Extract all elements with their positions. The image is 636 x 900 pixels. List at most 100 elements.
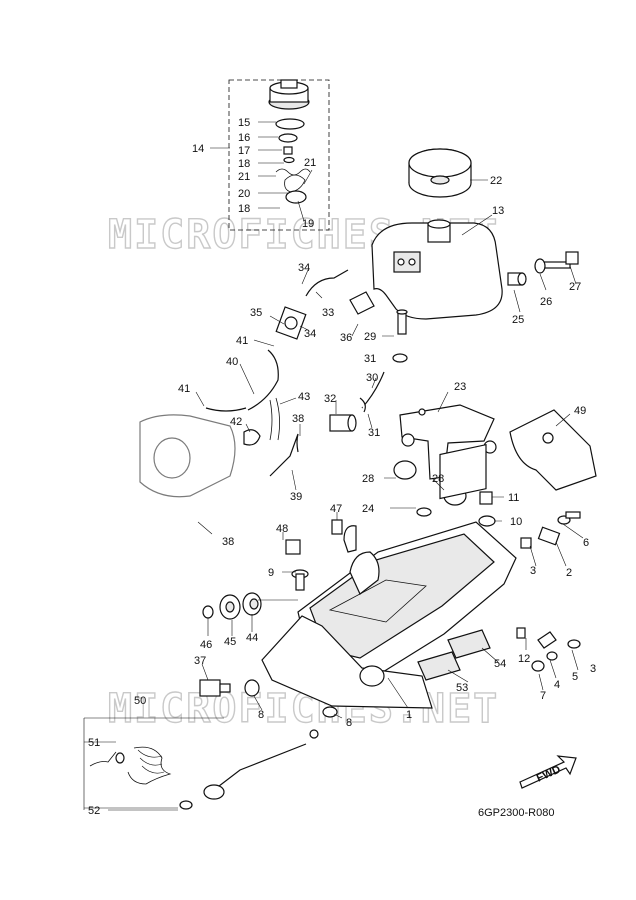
label-15: 15 [238,117,250,129]
fuel-connector[interactable] [396,309,408,335]
clamp-42[interactable] [243,429,261,446]
label-43: 43 [298,391,310,403]
cover-49-hole [542,432,554,444]
label-31: 31 [364,353,376,365]
label-51: 51 [88,737,100,749]
cap-washer[interactable] [283,156,295,164]
fuel-cap[interactable] [268,79,310,110]
label-49: 49 [574,405,586,417]
plate-4[interactable] [537,631,557,649]
stop-switch[interactable] [199,679,231,697]
cap-assembly-box [228,79,330,231]
fuel-hose-small[interactable] [205,407,247,412]
label-41-lower: 41 [178,383,190,395]
figure-code: 6GP2300-R080 [478,807,554,819]
label-48[interactable] [285,539,301,555]
fuel-hose-40[interactable] [247,349,279,411]
clip-31[interactable] [392,353,408,363]
tank-bolt-collar[interactable] [534,258,546,274]
cover-49[interactable] [509,409,597,491]
label-1: 1 [406,709,412,721]
label-7: 7 [540,690,546,702]
label-41: 41 [236,335,248,347]
label-26: 26 [540,296,552,308]
svg-text:FWD: FWD [535,763,563,784]
label-21-right: 21 [304,157,316,169]
label-52: 52 [88,805,100,817]
label-22: 22 [490,175,502,187]
label-32: 32 [324,393,336,405]
cap-retainer[interactable] [284,174,306,193]
label-8: 8 [258,709,264,721]
fuel-hose-upper[interactable] [305,269,349,297]
bracket-47[interactable] [343,525,357,553]
label-16: 16 [238,132,250,144]
grommet-46[interactable] [202,605,214,619]
tank-bolt[interactable] [539,251,579,269]
label-46: 46 [200,639,212,651]
label-44: 44 [246,632,258,644]
label-42: 42 [230,416,242,428]
label-53: 53 [456,682,468,694]
vent-cover[interactable] [408,148,472,198]
cap-seal[interactable] [278,133,298,143]
label-47: 47 [330,503,342,515]
cap-chain[interactable] [275,168,311,176]
label-31-lower: 31 [368,427,380,439]
bottom-cowling[interactable] [261,443,517,709]
grommet-28a[interactable] [393,460,417,480]
label-28-right: 28 [432,473,444,485]
bolt-9[interactable] [291,569,309,591]
label-38: 38 [292,413,304,425]
fuel-hose-39[interactable] [269,433,299,477]
label-18-lower: 18 [238,203,250,215]
cap-screw[interactable] [283,146,293,155]
clip-3a[interactable] [520,537,532,549]
label-2: 2 [566,567,572,579]
nut-3b[interactable] [567,639,581,649]
label-29: 29 [364,331,376,343]
label-54: 54 [494,658,506,670]
label-23: 23 [454,381,466,393]
label-4: 4 [554,679,560,691]
grommet-10[interactable] [478,515,496,527]
fwd-arrow: FWD [519,755,577,789]
label-24: 24 [362,503,374,515]
washer-5[interactable] [546,651,558,661]
label-34: 34 [298,262,310,274]
clamp-2[interactable] [537,511,581,546]
label-48: 48 [276,523,288,535]
seal-53[interactable] [417,651,461,681]
cap-clip[interactable] [285,190,307,204]
hose-bracket[interactable] [349,291,375,315]
label-36: 36 [340,332,352,344]
bolt-24[interactable] [416,507,432,517]
label-37: 37 [194,655,206,667]
cable-assembly[interactable] [89,729,319,810]
harness-43[interactable] [269,397,280,441]
fuel-cock[interactable] [275,306,307,340]
grommet-45[interactable] [219,594,241,620]
label-6: 6 [583,537,589,549]
tank-fitting[interactable] [507,272,527,286]
label-13: 13 [492,205,504,217]
fuel-filter[interactable] [329,414,357,432]
grommet-44[interactable] [242,592,262,616]
bolt-47[interactable] [331,519,343,535]
intake-reference [139,414,236,498]
screw-12[interactable] [516,627,526,639]
cap-gasket[interactable] [275,118,305,130]
label-3: 3 [530,565,536,577]
label-33: 33 [322,307,334,319]
grommet-8b[interactable] [322,706,338,718]
collar-11[interactable] [479,491,493,505]
label-20: 20 [238,188,250,200]
label-8-lower: 8 [346,717,352,729]
clip-31b[interactable] [359,397,366,413]
label-38-lower: 38 [222,536,234,548]
fuel-tank[interactable] [371,219,503,320]
seal-54[interactable] [447,629,491,659]
nut-7[interactable] [531,660,545,672]
grommet-8a[interactable] [244,679,260,697]
